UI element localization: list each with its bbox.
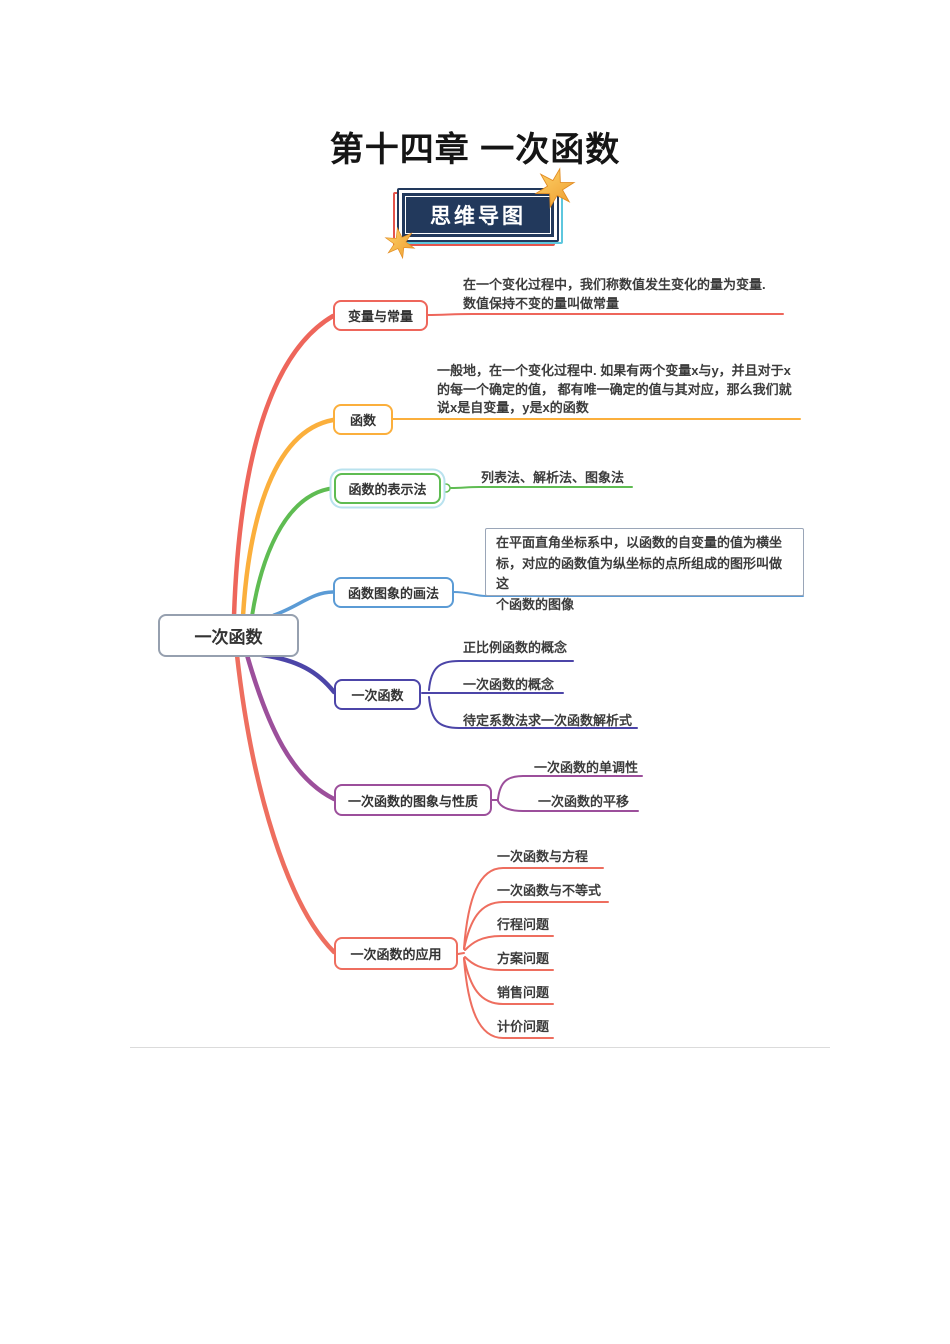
child-translation: 一次函数的平移 — [538, 794, 630, 809]
underline-branch-7-child-3 — [464, 935, 554, 951]
underline-branch-6-child-2 — [497, 800, 639, 812]
underline-branch-4 — [452, 591, 804, 597]
child-pricing-problems: 计价问题 — [497, 1019, 550, 1034]
node-linear-function: 一次函数 — [334, 679, 421, 710]
child-scheme-problems: 方案问题 — [497, 951, 550, 966]
underline-branch-1 — [426, 313, 784, 316]
mindmap-badge: 思维导图 — [384, 167, 576, 260]
child-undetermined-coefficients: 待定系数法求一次函数解析式 — [463, 713, 633, 728]
curve-branch-7 — [234, 652, 337, 955]
node-function: 函数 — [333, 404, 393, 435]
badge-frame: 思维导图 — [397, 188, 559, 242]
underline-branch-5-child-3 — [428, 696, 638, 729]
curve-branch-3 — [250, 486, 336, 618]
node-graph-properties: 一次函数的图象与性质 — [334, 784, 492, 816]
root-node: 一次函数 — [158, 614, 299, 657]
badge-label: 思维导图 — [430, 205, 526, 228]
star-icon — [384, 226, 416, 260]
underline-branch-3 — [450, 486, 633, 489]
curve-branch-2 — [240, 417, 336, 619]
note-variables-constants: 在一个变化过程中，我们称数值发生变化的量为变量. 数值保持不变的量叫做常量 — [463, 277, 766, 311]
child-monotonicity: 一次函数的单调性 — [534, 760, 639, 775]
child-linear-concept: 一次函数的概念 — [463, 677, 555, 692]
underline-branch-7-child-4 — [464, 956, 554, 971]
child-sales-problems: 销售问题 — [497, 985, 550, 1000]
underline-branch-7-child-1 — [463, 867, 604, 949]
underline-branch-7-child-6 — [463, 958, 554, 1039]
node-function-representation: 函数的表示法 — [334, 473, 441, 504]
connector-dot — [441, 483, 451, 493]
chapter-title: 第十四章 一次函数 — [329, 131, 621, 169]
star-icon — [534, 167, 576, 209]
note-function: 一般地，在一个变化过程中. 如果有两个变量x与y，并且对于x 的每一个确定的值，… — [437, 363, 792, 415]
child-proportional-concept: 正比例函数的概念 — [463, 640, 568, 655]
underline-branch-6-child-1 — [497, 775, 643, 800]
curve-branch-6 — [244, 652, 337, 802]
underline-branch-7-child-2 — [463, 901, 609, 950]
node-applications: 一次函数的应用 — [334, 937, 458, 970]
underline-branch-7-child-5 — [463, 957, 554, 1005]
node-function-graph-drawing: 函数图象的画法 — [333, 577, 454, 608]
curve-branch-5 — [259, 652, 337, 695]
node-variables-constants: 变量与常量 — [333, 300, 428, 331]
curve-branch-4 — [272, 590, 335, 617]
image-bottom-divider — [130, 1047, 830, 1048]
child-travel-problems: 行程问题 — [497, 917, 550, 932]
badge-inner: 思维导图 — [402, 193, 554, 237]
child-linear-inequality: 一次函数与不等式 — [497, 883, 602, 898]
note-box-function-graph: 在平面直角坐标系中，以函数的自变量的值为横坐 标，对应的函数值为纵坐标的点所组成… — [485, 528, 804, 612]
child-linear-equation: 一次函数与方程 — [497, 849, 589, 864]
note-function-representation: 列表法、解析法、图象法 — [481, 470, 625, 485]
curve-branch-1 — [231, 313, 336, 619]
underline-branch-5-child-1 — [428, 660, 574, 691]
bracket-branch-7 — [457, 952, 465, 955]
